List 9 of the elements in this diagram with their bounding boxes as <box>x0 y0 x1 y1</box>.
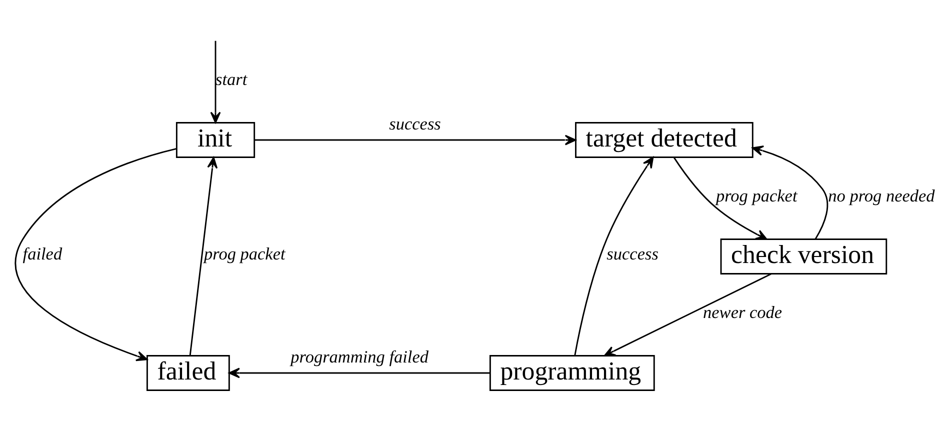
edge-label: newer code <box>703 302 782 322</box>
edge-label: prog packet <box>716 186 798 206</box>
edge-label: programming failed <box>290 347 428 366</box>
edge-label: success <box>389 114 441 134</box>
edge-label: start <box>216 70 248 89</box>
edge-label: prog packet <box>204 244 286 264</box>
edge-label: no prog needed <box>828 186 935 206</box>
edge-label: success <box>606 244 658 264</box>
edge-label: failed <box>22 244 62 264</box>
